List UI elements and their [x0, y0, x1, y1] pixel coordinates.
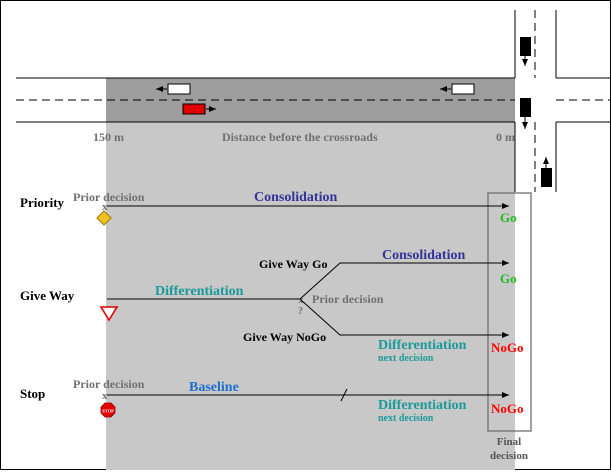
stop-outcome: NoGo [491, 401, 524, 416]
give-way-nogo-branch [299, 298, 509, 338]
stop-row: Stop Prior decision x Baseline Different… [20, 377, 524, 424]
stop-timeline-break [340, 388, 348, 402]
give-way-prior-decision-label: Prior decision [312, 292, 384, 306]
stop-phase-before: Baseline [189, 380, 239, 395]
white-car-left-icon [156, 83, 191, 95]
distance-start-label: 150 m [93, 130, 124, 144]
give-way-question-mark: ? [298, 306, 303, 317]
yield-triangle-icon [99, 306, 119, 322]
vehicles [156, 37, 552, 187]
black-car-top-icon [520, 37, 531, 66]
stop-phase-after: Differentiation [378, 398, 467, 413]
stop-label: Stop [20, 386, 45, 401]
stop-sign-icon: STOP [100, 402, 116, 418]
priority-phase-label: Consolidation [254, 190, 337, 205]
final-decision-box [487, 192, 532, 432]
give-way-nogo-outcome: NoGo [491, 340, 524, 355]
decision-label: decision [490, 450, 528, 462]
priority-row: Priority Prior decision x Consolidation … [20, 190, 517, 226]
red-car-icon [182, 103, 216, 115]
give-way-nogo-label: Give Way NoGo [243, 330, 326, 344]
give-way-nogo-phase: Differentiation [378, 338, 467, 353]
black-car-middle-icon [520, 98, 531, 129]
give-way-label: Give Way [20, 288, 75, 303]
give-way-go-label: Give Way Go [259, 257, 327, 271]
give-way-go-outcome: Go [500, 271, 517, 286]
stop-prior-decision-label: Prior decision [73, 377, 145, 391]
stop-x-marker: x [102, 390, 108, 402]
priority-outcome: Go [500, 210, 517, 225]
final-label: Final [497, 436, 521, 448]
stop-sign-text: STOP [102, 409, 114, 414]
distance-caption: Distance before the crossroads [222, 130, 378, 144]
give-way-go-branch [299, 260, 509, 300]
give-way-row: Give Way Differentiation x Prior decisio… [20, 248, 524, 364]
give-way-phase-before: Differentiation [155, 284, 244, 299]
priority-label: Priority [20, 195, 65, 210]
priority-road-diamond-icon [96, 210, 112, 226]
priority-x-marker: x [102, 201, 108, 213]
black-car-bottom-icon [541, 157, 552, 187]
give-way-nogo-sublabel: next decision [378, 353, 434, 364]
approach-zone [106, 122, 515, 470]
priority-prior-decision-label: Prior decision [73, 190, 145, 204]
stop-sublabel: next decision [378, 413, 434, 424]
horizontal-road [16, 77, 611, 123]
give-way-go-phase: Consolidation [382, 248, 465, 263]
distance-end-label: 0 m [496, 130, 515, 144]
white-car-right-icon [440, 83, 475, 95]
vertical-road [514, 10, 557, 192]
